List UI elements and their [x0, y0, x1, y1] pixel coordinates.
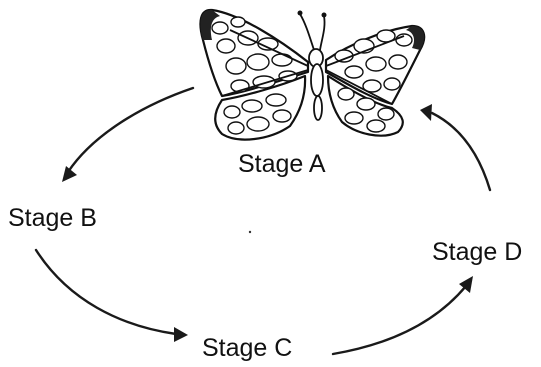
arrow-c-to-d [331, 276, 473, 356]
stage-a-label: Stage A [238, 150, 326, 178]
stage-c-label: Stage C [202, 334, 292, 362]
arrow-b-to-c [34, 248, 188, 342]
stage-b-label: Stage B [8, 204, 97, 232]
arrow-d-to-a [420, 104, 492, 192]
arrow-a-to-b [62, 86, 195, 182]
butterfly-icon [199, 8, 426, 141]
speck [248, 230, 252, 234]
stage-d-label: Stage D [432, 238, 522, 266]
